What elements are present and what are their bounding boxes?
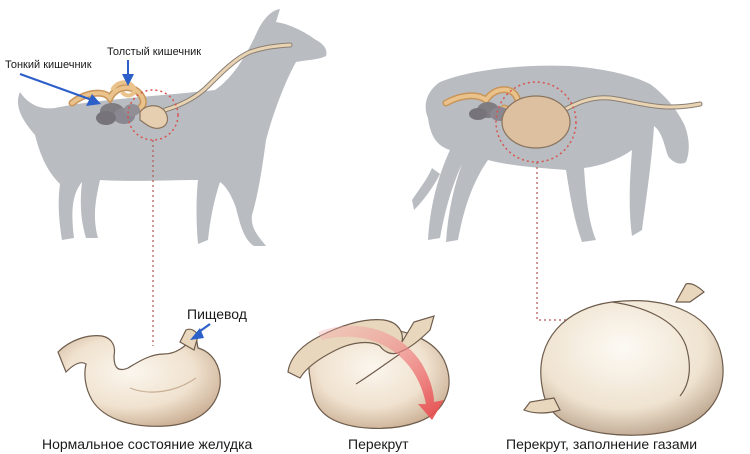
stomach-highlight-circle-bloat: [495, 81, 577, 163]
dog-bloat: [412, 65, 703, 242]
esophagus-label: Пищевод: [187, 306, 247, 322]
caption-normal: Нормальное состояние желудка: [42, 436, 253, 452]
caption-torsion: Перекрут: [348, 436, 409, 452]
caption-torsion-gas: Перекрут, заполнение газами: [506, 436, 697, 452]
stomach-highlight-circle-normal: [127, 89, 179, 141]
dog-normal-silhouette: [17, 9, 327, 246]
dog-bloat-silhouette: [425, 65, 689, 242]
stomach-normal: [57, 328, 221, 427]
stomach-torsion: [287, 315, 450, 429]
stomach-torsion-gas: [523, 283, 724, 436]
small-intestine-label: Тонкий кишечник: [5, 59, 92, 71]
dog-normal-intestines: [68, 80, 147, 125]
torsion-arrow: [318, 325, 444, 420]
large-intestine-label: Толстый кишечник: [107, 46, 201, 58]
dog-normal-stomach: [139, 105, 169, 129]
small-intestine-arrow: [19, 72, 93, 102]
dog-bloat-stomach: [501, 95, 571, 149]
dog-bloat-intestines: [442, 86, 522, 121]
dog-normal: [17, 9, 327, 246]
